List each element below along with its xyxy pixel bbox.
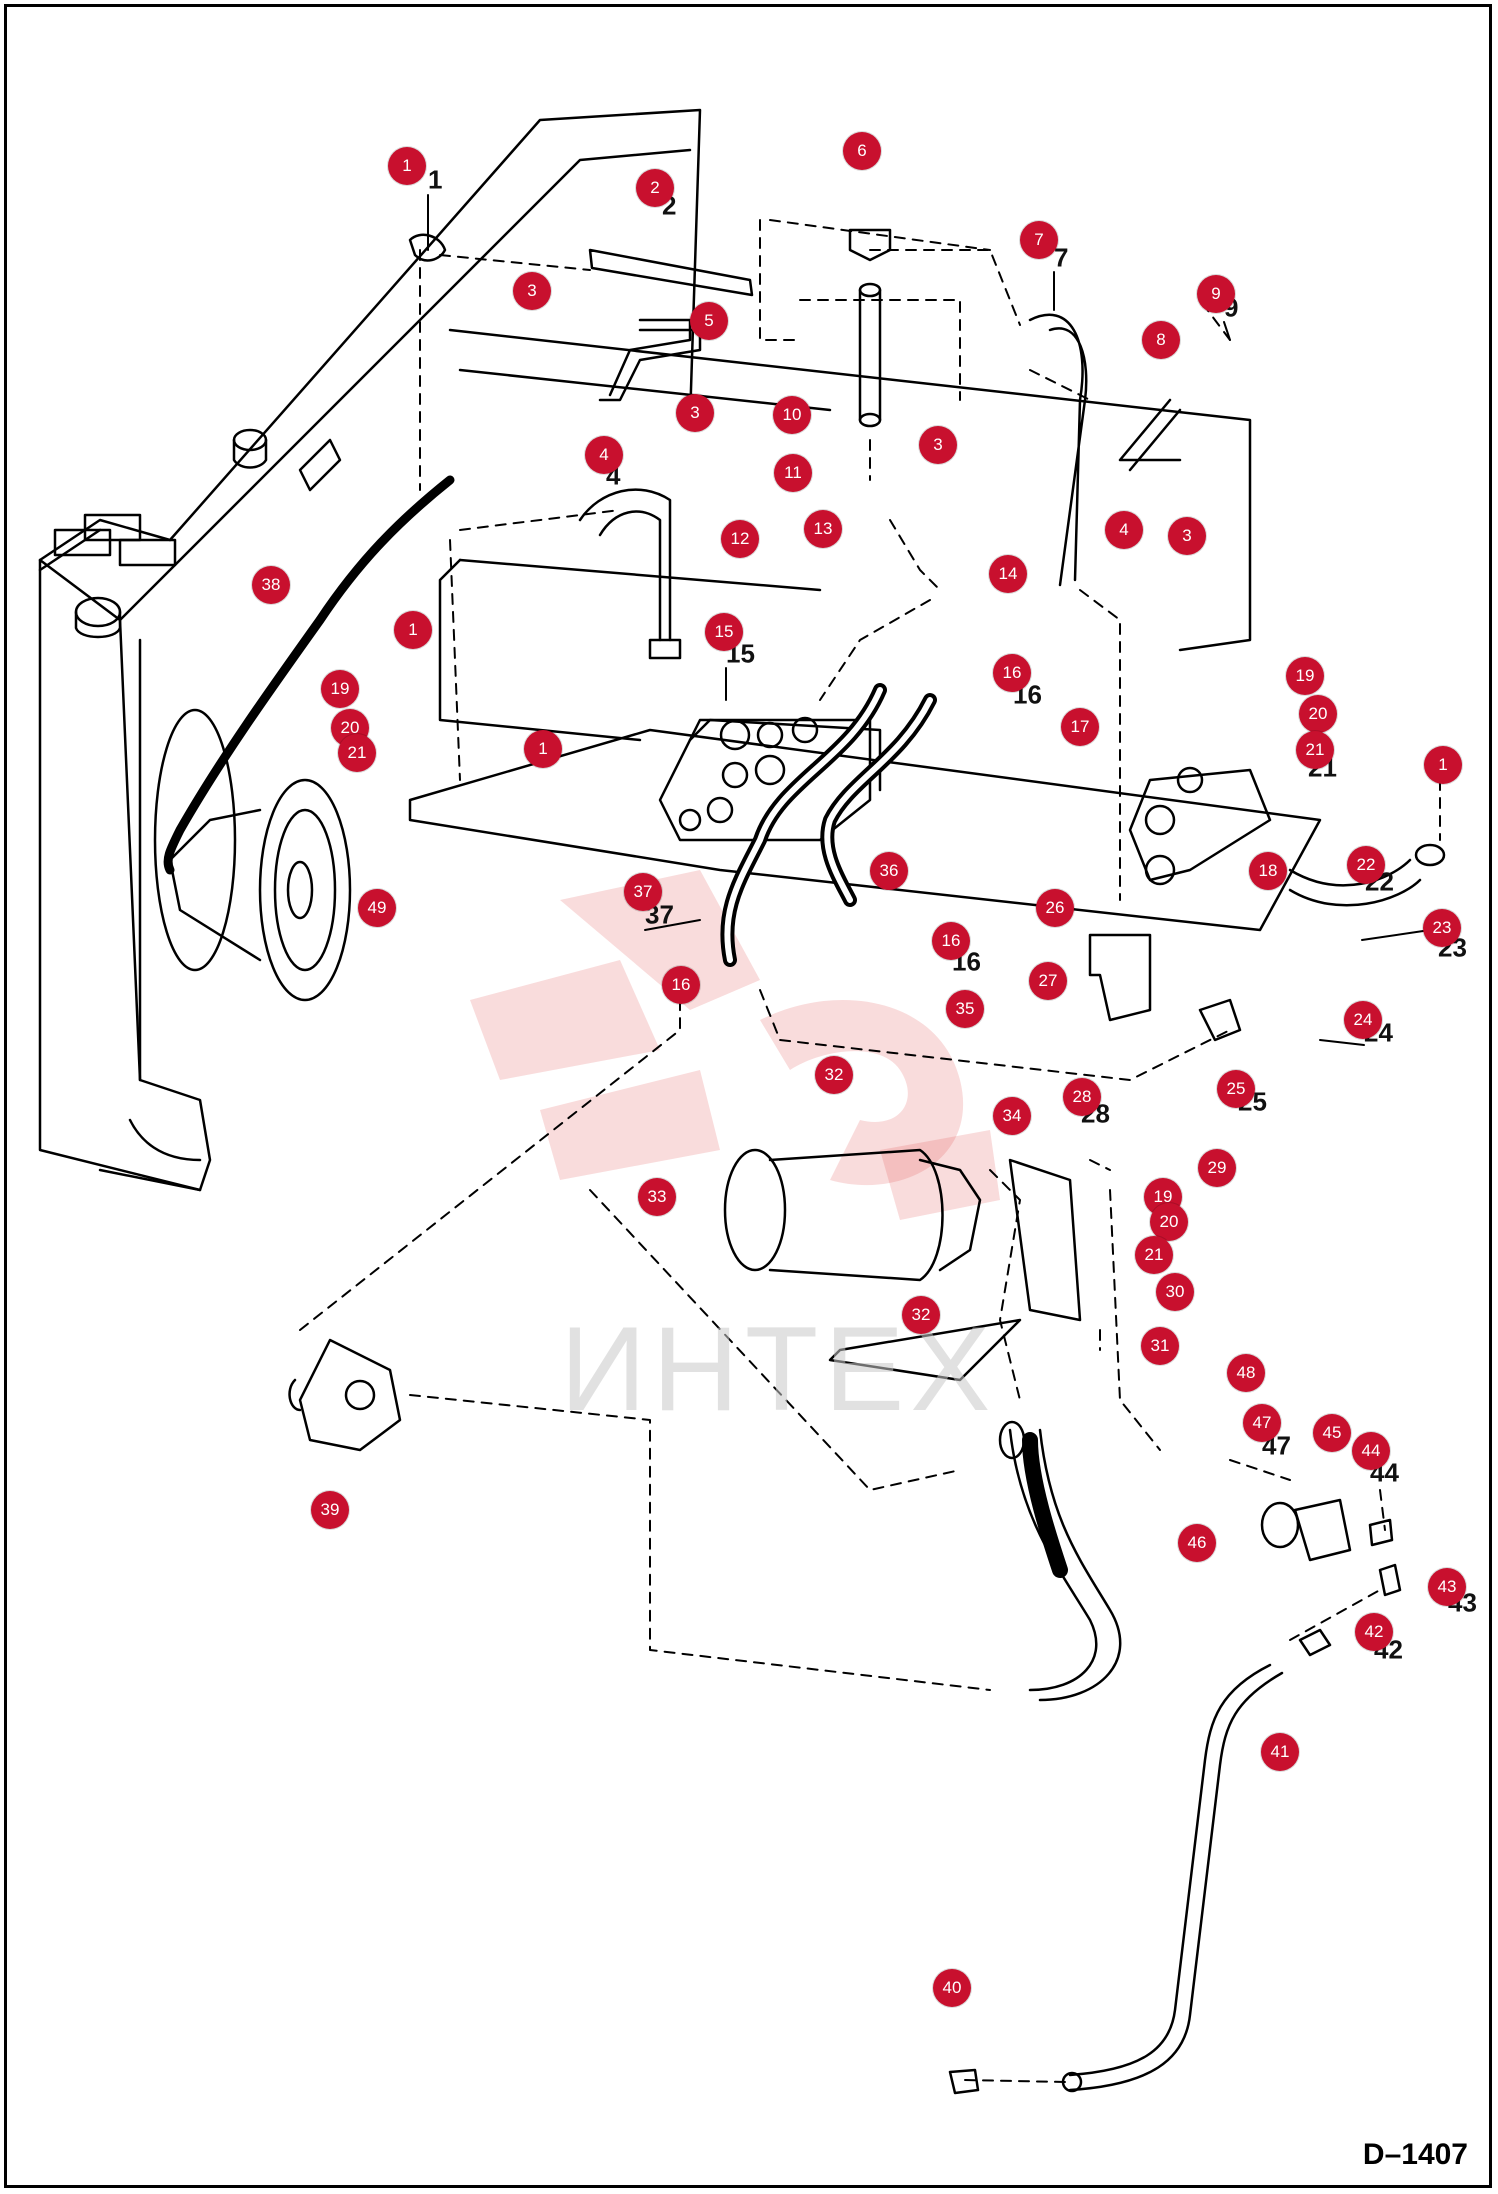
- part-callout-13[interactable]: 13: [804, 510, 842, 548]
- part-callout-4[interactable]: 4: [1105, 511, 1143, 549]
- part-callout-48[interactable]: 48: [1227, 1354, 1265, 1392]
- part-callout-20[interactable]: 20: [1150, 1203, 1188, 1241]
- part-callout-47[interactable]: 47: [1243, 1404, 1281, 1442]
- part-callout-3[interactable]: 3: [919, 426, 957, 464]
- part-callout-19[interactable]: 19: [1286, 657, 1324, 695]
- hydraulic-filter: [723, 1148, 1082, 1382]
- part-callout-9[interactable]: 9: [1197, 275, 1235, 313]
- part-callout-32[interactable]: 32: [902, 1296, 940, 1334]
- part-callout-23[interactable]: 23: [1423, 909, 1461, 947]
- part-callout-14[interactable]: 14: [989, 555, 1027, 593]
- part-callout-34[interactable]: 34: [993, 1097, 1031, 1135]
- part-callout-21[interactable]: 21: [1296, 731, 1334, 769]
- part-callout-7[interactable]: 7: [1020, 221, 1058, 259]
- part-callout-44[interactable]: 44: [1352, 1432, 1390, 1470]
- part-callout-25[interactable]: 25: [1217, 1070, 1255, 1108]
- pump-inlet-hose: [1022, 1432, 1068, 1578]
- part-callout-46[interactable]: 46: [1178, 1524, 1216, 1562]
- part-callout-1[interactable]: 1: [1424, 746, 1462, 784]
- part-callout-1[interactable]: 1: [524, 730, 562, 768]
- assembly-lines: [299, 219, 1441, 2083]
- part-callout-37[interactable]: 37: [624, 873, 662, 911]
- part-callout-32[interactable]: 32: [815, 1056, 853, 1094]
- part-callout-38[interactable]: 38: [252, 566, 290, 604]
- part-callout-2[interactable]: 2: [636, 169, 674, 207]
- part-callout-29[interactable]: 29: [1198, 1149, 1236, 1187]
- part-callout-28[interactable]: 28: [1063, 1078, 1101, 1116]
- part-callout-42[interactable]: 42: [1355, 1613, 1393, 1651]
- part-callout-41[interactable]: 41: [1261, 1733, 1299, 1771]
- part-callout-5[interactable]: 5: [690, 302, 728, 340]
- pump-inlet-tube: [998, 1420, 1122, 1702]
- part-callout-45[interactable]: 45: [1313, 1414, 1351, 1452]
- leader-lines: [427, 194, 1431, 1046]
- part-callout-1[interactable]: 1: [388, 147, 426, 185]
- tubes-and-fittings: [408, 228, 1446, 1042]
- part-callout-39[interactable]: 39: [311, 1491, 349, 1529]
- part-callout-1[interactable]: 1: [394, 611, 432, 649]
- part-callout-36[interactable]: 36: [870, 852, 908, 890]
- part-callout-20[interactable]: 20: [1299, 695, 1337, 733]
- part-callout-3[interactable]: 3: [513, 272, 551, 310]
- part-callout-19[interactable]: 19: [321, 670, 359, 708]
- drawing-frame: [4, 4, 1492, 2188]
- part-callout-40[interactable]: 40: [933, 1969, 971, 2007]
- hydraulic-pump: [288, 1338, 402, 1452]
- part-callout-12[interactable]: 12: [721, 520, 759, 558]
- part-callout-27[interactable]: 27: [1029, 962, 1067, 1000]
- watermark-logo: [470, 870, 1000, 1220]
- bracket-clamp: [1260, 1498, 1402, 1597]
- part-callout-30[interactable]: 30: [1156, 1273, 1194, 1311]
- part-callout-18[interactable]: 18: [1249, 852, 1287, 890]
- part-callout-43[interactable]: 43: [1428, 1568, 1466, 1606]
- part-callout-8[interactable]: 8: [1142, 321, 1180, 359]
- radiator-assembly: [38, 108, 1252, 1192]
- part-callout-4[interactable]: 4: [585, 436, 623, 474]
- part-callout-21[interactable]: 21: [1135, 1236, 1173, 1274]
- part-callout-49[interactable]: 49: [358, 889, 396, 927]
- drawing-id: D–1407: [1362, 2138, 1468, 2171]
- part-callout-6[interactable]: 6: [843, 132, 881, 170]
- part-callout-31[interactable]: 31: [1141, 1327, 1179, 1365]
- part-callout-33[interactable]: 33: [638, 1178, 676, 1216]
- part-callout-21[interactable]: 21: [338, 734, 376, 772]
- part-callout-10[interactable]: 10: [773, 396, 811, 434]
- return-line: [948, 1628, 1332, 2095]
- part-callout-16[interactable]: 16: [662, 966, 700, 1004]
- part-callout-15[interactable]: 15: [705, 613, 743, 651]
- suction-hoses-inner: [724, 687, 933, 963]
- part-callout-17[interactable]: 17: [1061, 708, 1099, 746]
- part-callout-35[interactable]: 35: [946, 990, 984, 1028]
- part-callout-24[interactable]: 24: [1344, 1001, 1382, 1039]
- part-callout-11[interactable]: 11: [774, 454, 812, 492]
- part-callout-16[interactable]: 16: [993, 654, 1031, 692]
- part-callout-3[interactable]: 3: [676, 394, 714, 432]
- part-number-label: 7: [1054, 242, 1069, 273]
- part-callout-3[interactable]: 3: [1168, 517, 1206, 555]
- relief-valve: [1128, 766, 1272, 886]
- case-drain-hose: [163, 475, 455, 875]
- part-callout-22[interactable]: 22: [1347, 846, 1385, 884]
- part-callout-16[interactable]: 16: [932, 922, 970, 960]
- part-number-label: 1: [428, 164, 443, 195]
- part-callout-26[interactable]: 26: [1036, 889, 1074, 927]
